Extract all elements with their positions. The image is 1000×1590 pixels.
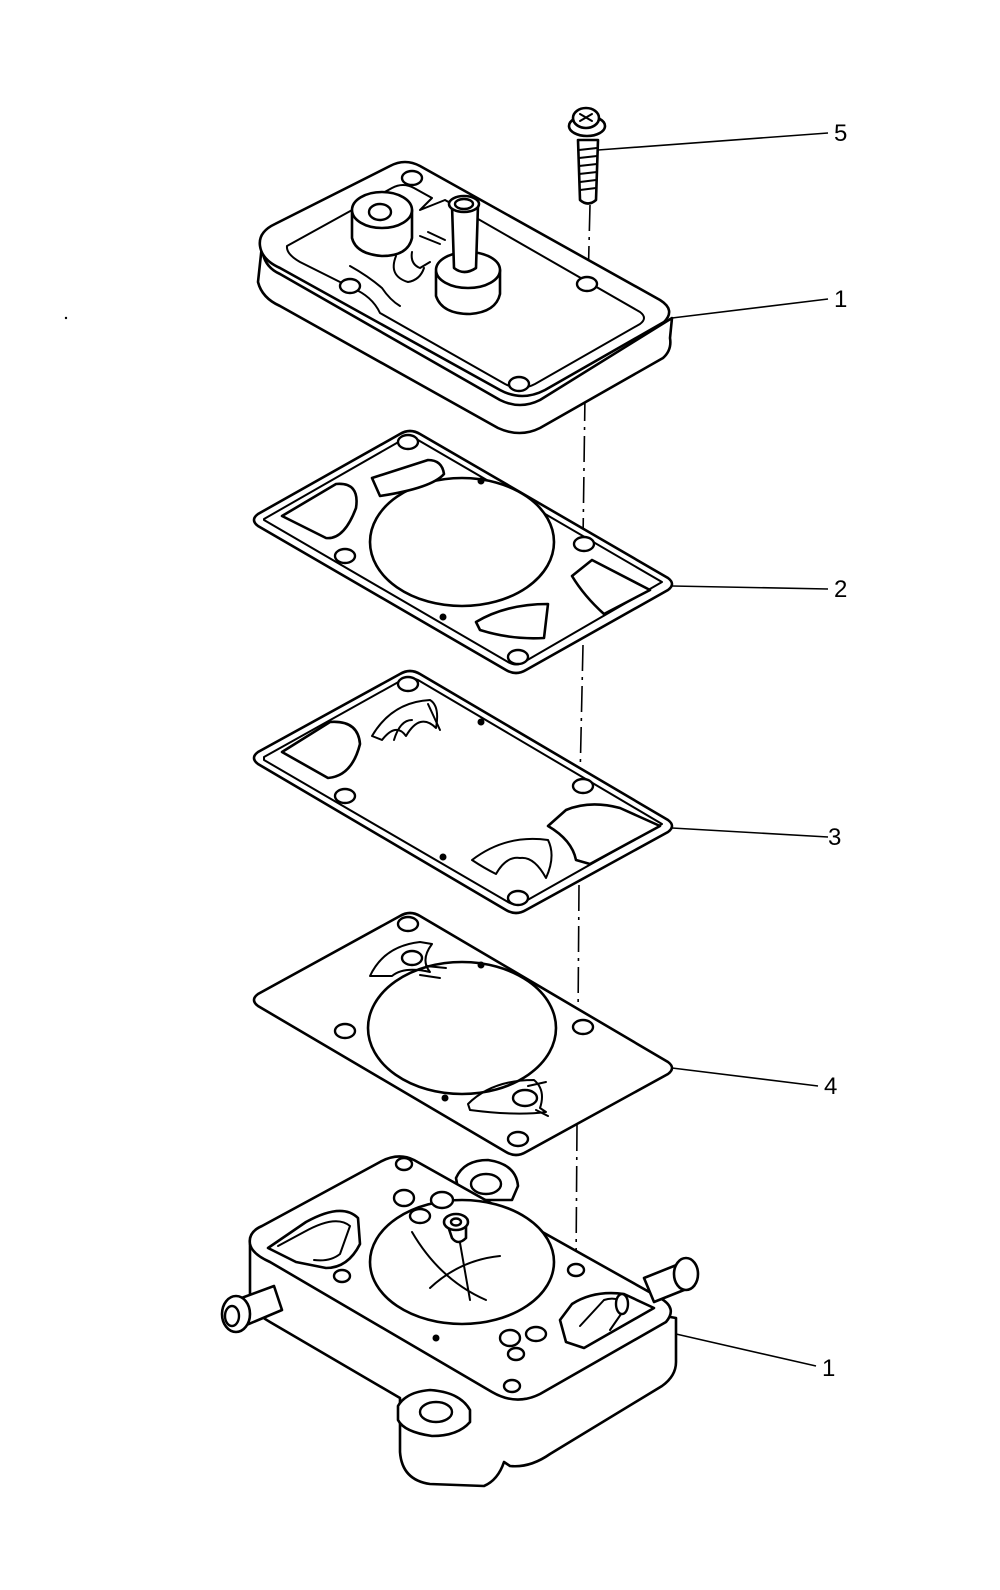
top-cover-part [256, 160, 674, 435]
diaphragm-part [252, 911, 674, 1157]
pump-body-part [220, 1155, 700, 1488]
leader-line-gasket [671, 585, 829, 590]
leader-line-cover [671, 298, 829, 319]
leader-line-valve-plate [671, 827, 829, 838]
callout-valve-plate: 3 [828, 824, 841, 851]
leader-line-diaphragm [671, 1067, 819, 1087]
callout-cover: 1 [834, 286, 847, 313]
callout-diaphragm: 4 [824, 1073, 837, 1100]
gasket-part [252, 429, 674, 675]
valve-plate-part [252, 669, 674, 915]
callout-pump-body: 1 [822, 1355, 835, 1382]
stray-speck [64, 316, 68, 320]
leader-line-pump-body [675, 1333, 817, 1367]
screw-part [567, 106, 607, 205]
callout-gasket: 2 [834, 576, 847, 603]
callout-screw: 5 [834, 120, 847, 147]
leader-line-screw [597, 132, 829, 151]
